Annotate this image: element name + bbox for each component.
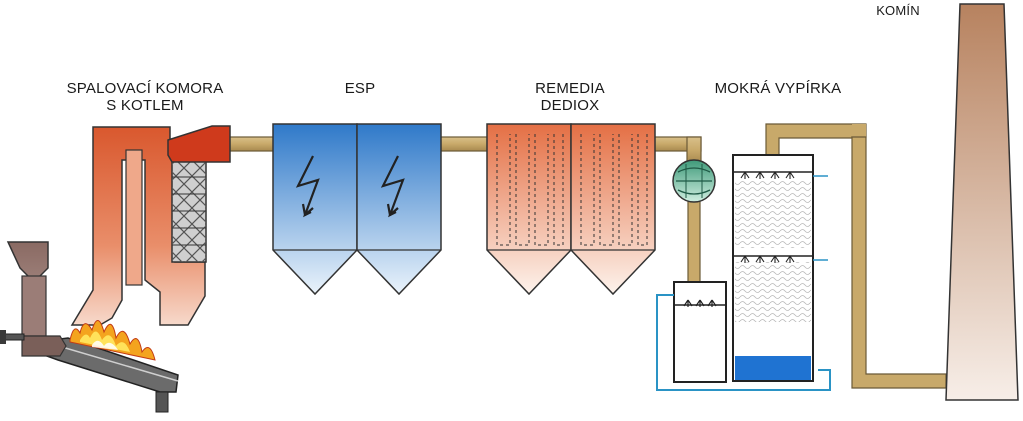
- chamber-pass: [125, 149, 143, 286]
- packing-lower: [735, 262, 811, 322]
- esp-field-2: [356, 123, 442, 296]
- wet-scrubber: [732, 154, 828, 382]
- spray-nozzles: [740, 171, 795, 263]
- duct-to-stack: [851, 136, 947, 389]
- ash-outlet: [155, 391, 169, 413]
- filter-chamber-1: [486, 123, 572, 296]
- remedia-filter: [486, 123, 656, 296]
- label-esp: ESP: [344, 80, 376, 97]
- feeder-ram: [21, 335, 67, 357]
- duct-esp-filter: [438, 136, 490, 152]
- scrubber-water: [735, 356, 811, 380]
- recirculation-line: [656, 294, 831, 391]
- filter-chamber-2: [570, 123, 656, 296]
- flame-icon: [69, 320, 156, 361]
- esp-field-1: [272, 123, 358, 296]
- duct-boiler-esp: [227, 136, 277, 152]
- duct-fan-inlet: [686, 136, 702, 164]
- boiler-outlet-box: [167, 125, 231, 163]
- duct-scrubber-up: [765, 123, 867, 156]
- label-chamber-line1: SPALOVACÍ KOMORA: [66, 80, 224, 97]
- quench-vessel: [673, 281, 727, 383]
- quench-tower: [656, 281, 831, 391]
- combustion-chamber: [70, 125, 231, 326]
- quench-nozzles: [683, 299, 717, 307]
- label-remedia: REMEDIA DEDIOX: [510, 80, 630, 114]
- label-scrubber: MOKRÁ VYPÍRKA: [714, 80, 842, 97]
- label-remedia-line2: DEDIOX: [540, 97, 600, 114]
- grate: [43, 320, 179, 413]
- feed-hopper: [0, 241, 67, 357]
- label-chamber-line2: S KOTLEM: [106, 97, 184, 114]
- packing-upper: [735, 180, 811, 248]
- label-stack: KOMÍN: [876, 3, 920, 18]
- duct-fan-quench: [687, 199, 701, 283]
- label-remedia-line1: REMEDIA: [535, 80, 605, 97]
- fan-icon: [672, 159, 716, 203]
- esp-unit: [272, 123, 442, 296]
- stack-chimney: [945, 3, 1019, 401]
- filter-bags: [496, 134, 648, 246]
- label-chamber: SPALOVACÍ KOMORA S KOTLEM: [40, 80, 250, 114]
